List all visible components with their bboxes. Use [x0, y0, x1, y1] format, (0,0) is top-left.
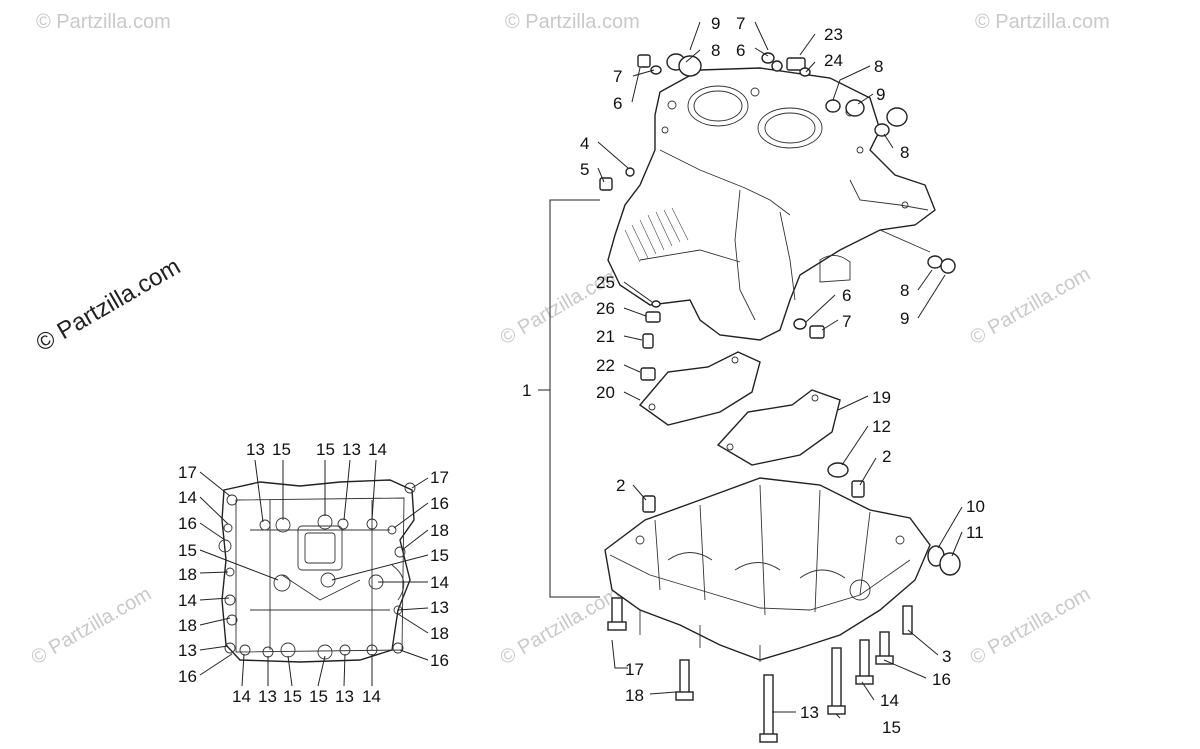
callout-16: 16: [178, 667, 197, 686]
callout-16: 16: [430, 651, 449, 670]
watermark-tile: © Partzilla.com: [975, 11, 1110, 33]
callout-13: 13: [246, 440, 265, 459]
callout-23: 23: [824, 25, 843, 44]
callout-15: 15: [309, 687, 328, 706]
callout-9: 9: [711, 14, 720, 33]
callout-10: 10: [966, 497, 985, 516]
callout-8: 8: [711, 41, 720, 60]
inset-leader-lines: [199, 459, 429, 687]
watermark-tile: © Partzilla.com: [497, 583, 625, 669]
callout-2: 2: [616, 476, 625, 495]
cylinder-bore-right: [757, 107, 823, 149]
callout-13: 13: [342, 440, 361, 459]
watermark-tile: © Partzilla.com: [505, 11, 640, 33]
callout-9: 9: [876, 85, 885, 104]
gasket-19: [716, 389, 841, 466]
callout-6: 6: [736, 41, 745, 60]
callout-18: 18: [430, 521, 449, 540]
callout-bracket-1: [538, 199, 600, 598]
callout-13: 13: [335, 687, 354, 706]
callout-18: 18: [178, 616, 197, 635]
callout-labels: 1 9 7 23 8 6 24 7 6 8 9 8 4 5 8 9 6 7 25…: [178, 14, 985, 737]
callout-3: 3: [942, 647, 951, 666]
callout-15: 15: [430, 546, 449, 565]
callout-13: 13: [430, 598, 449, 617]
callout-4: 4: [580, 134, 589, 153]
callout-5: 5: [580, 160, 589, 179]
callout-15: 15: [283, 687, 302, 706]
watermark-tile: © Partzilla.com: [967, 583, 1095, 669]
cylinder-bore-left: [687, 85, 749, 127]
callout-14: 14: [362, 687, 381, 706]
callout-13: 13: [178, 641, 197, 660]
callout-18: 18: [430, 624, 449, 643]
callout-17: 17: [178, 463, 197, 482]
callout-15: 15: [316, 440, 335, 459]
bolts: [607, 597, 913, 743]
callout-22: 22: [596, 356, 615, 375]
gasket-20: [638, 351, 761, 426]
callout-7: 7: [842, 312, 851, 331]
upper-crankcase: [607, 67, 936, 341]
callout-20: 20: [596, 383, 615, 402]
callout-18: 18: [178, 565, 197, 584]
callout-12: 12: [872, 417, 891, 436]
callout-14: 14: [232, 687, 251, 706]
callout-16: 16: [178, 514, 197, 533]
inset-crankcase-bottom-view: [218, 479, 416, 663]
callout-15: 15: [882, 718, 901, 737]
callout-9: 9: [900, 309, 909, 328]
callout-26: 26: [596, 299, 615, 318]
callout-8: 8: [900, 281, 909, 300]
watermark-main: © Partzilla.com: [32, 253, 186, 357]
callout-17: 17: [430, 468, 449, 487]
watermark-tile: © Partzilla.com: [36, 11, 171, 33]
callout-25: 25: [596, 273, 615, 292]
callout-15: 15: [272, 440, 291, 459]
watermark-tile: © Partzilla.com: [967, 263, 1095, 349]
callout-7: 7: [613, 67, 622, 86]
callout-2: 2: [882, 447, 891, 466]
watermark-tile: © Partzilla.com: [28, 583, 156, 669]
callout-6: 6: [613, 94, 622, 113]
callout-16: 16: [932, 670, 951, 689]
callout-6: 6: [842, 286, 851, 305]
callout-13: 13: [800, 703, 819, 722]
callout-8: 8: [900, 143, 909, 162]
callout-24: 24: [824, 51, 843, 70]
callout-7: 7: [736, 14, 745, 33]
callout-17: 17: [625, 660, 644, 679]
callout-14: 14: [178, 488, 197, 507]
callout-19: 19: [872, 388, 891, 407]
callout-14: 14: [880, 691, 899, 710]
callout-1: 1: [522, 381, 531, 400]
leader-lines: [597, 21, 963, 719]
callout-15: 15: [178, 541, 197, 560]
callout-14: 14: [368, 440, 387, 459]
lower-crankcase: [604, 477, 931, 662]
callout-14: 14: [430, 573, 449, 592]
callout-14: 14: [178, 591, 197, 610]
small-parts-upper: [599, 52, 961, 576]
callout-13: 13: [258, 687, 277, 706]
callout-8: 8: [874, 57, 883, 76]
callout-16: 16: [430, 494, 449, 513]
callout-18: 18: [625, 686, 644, 705]
callout-11: 11: [966, 523, 984, 542]
callout-21: 21: [596, 327, 615, 346]
